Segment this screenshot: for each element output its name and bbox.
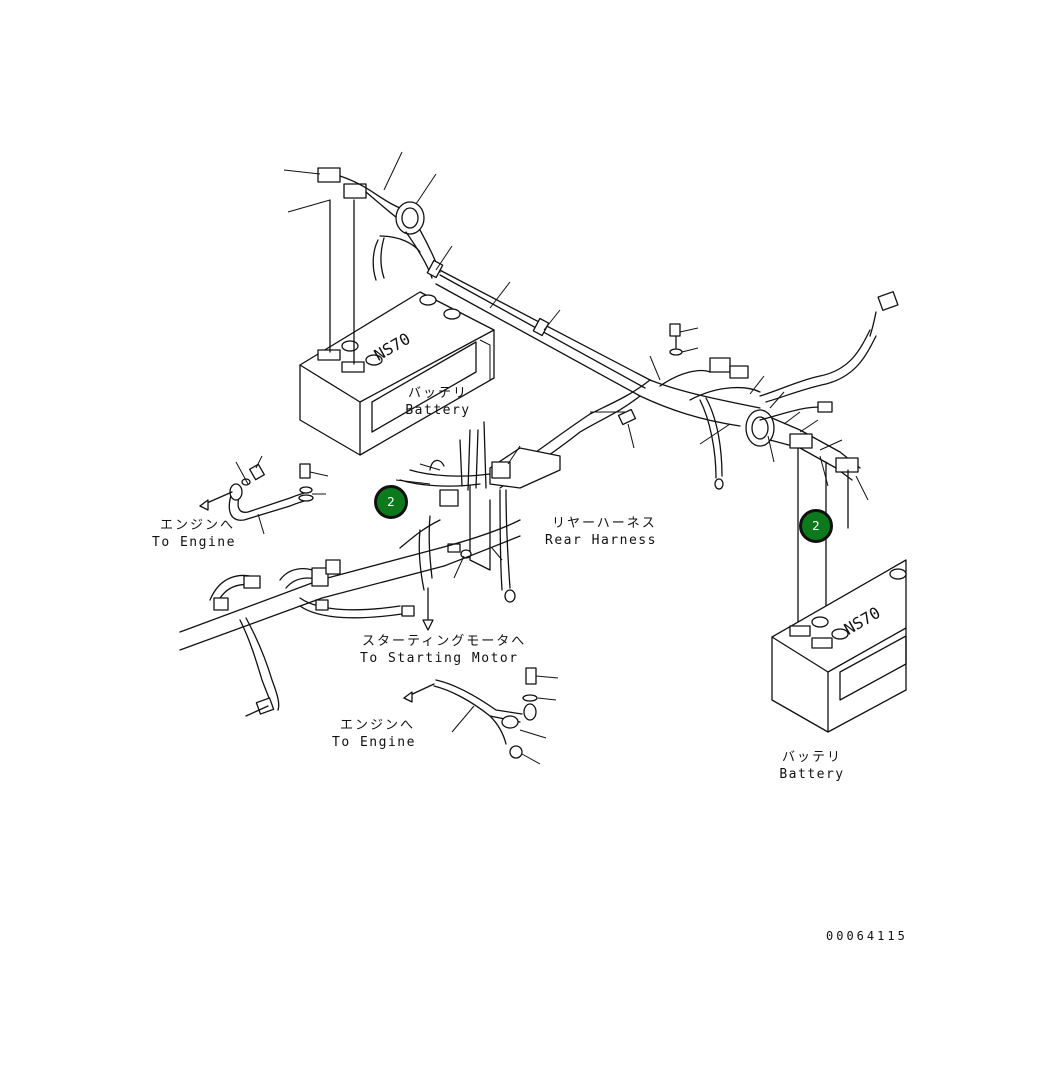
starting-motor-label-jp: スターティングモータへ [362, 634, 527, 649]
battery-right-label-en: Battery [779, 767, 845, 782]
engine-cable-2 [403, 587, 538, 759]
rear-harness-label-en: Rear Harness [545, 533, 657, 548]
drawing-number: 00064115 [826, 929, 908, 943]
leader-lines [235, 151, 869, 765]
bolt-set-top [669, 323, 683, 356]
battery-right-label-jp: バッテリ [781, 750, 843, 765]
to-engine-label-1-jp: エンジンへ [160, 518, 236, 533]
battery-cable-top [317, 167, 441, 281]
starting-motor-label-en: To Starting Motor [360, 651, 519, 666]
right-harness-branch [745, 291, 899, 631]
battery-right-drawing [771, 559, 907, 733]
rear-harness-label-jp: リヤーハーネス [552, 516, 657, 531]
callout-marker-2-right[interactable]: 2 [799, 509, 833, 543]
lower-left-harness [179, 519, 521, 717]
callout-marker-2-left[interactable]: 2 [374, 485, 408, 519]
to-engine-label-2-jp: エンジンへ [340, 718, 416, 733]
battery-top-label-jp: バッテリ [407, 386, 469, 401]
to-engine-label-1-en: To Engine [152, 535, 236, 550]
main-harness-trunk [426, 259, 761, 490]
engine-cable-1 [199, 463, 314, 521]
center-components [399, 421, 561, 603]
battery-top-drawing [299, 199, 495, 456]
to-engine-label-2-en: To Engine [332, 735, 416, 750]
battery-top-label-en: Battery [405, 403, 471, 418]
